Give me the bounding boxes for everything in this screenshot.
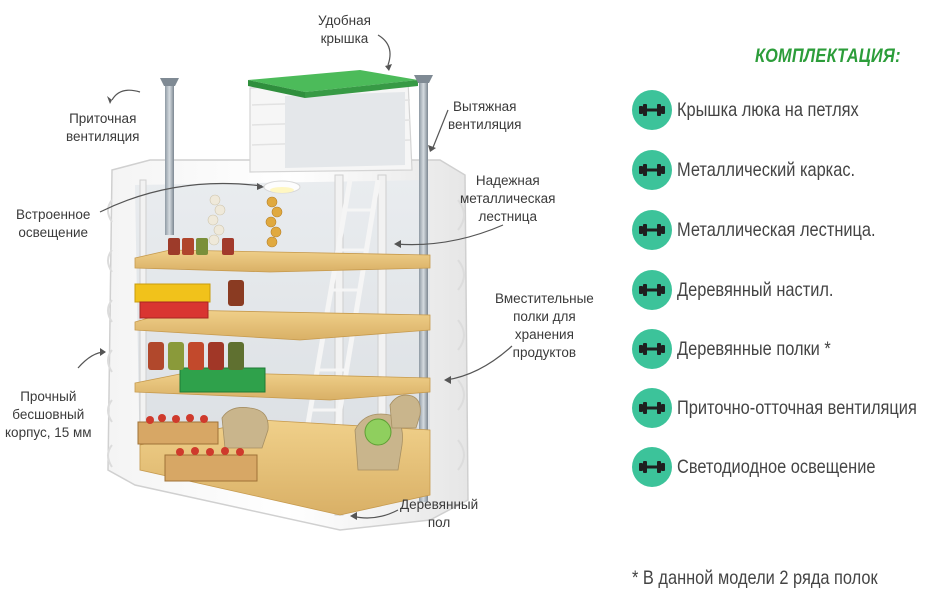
ceiling-lamp bbox=[263, 180, 301, 194]
spec-title: КОМПЛЕКТАЦИЯ: bbox=[755, 46, 901, 67]
dumbbell-icon bbox=[632, 329, 672, 369]
exhaust-vent-pipe bbox=[414, 75, 433, 502]
dumbbell-icon bbox=[632, 210, 672, 250]
spec-item: Светодиодное освещение bbox=[632, 447, 932, 487]
dumbbell-icon bbox=[632, 90, 672, 130]
callout-shelves: Вместительные полки для хранения продукт… bbox=[495, 291, 594, 360]
hatch-neck bbox=[249, 79, 413, 173]
callout-exhaust-vent: Вытяжная вентиляция bbox=[448, 99, 522, 132]
callout-arrowheads bbox=[100, 64, 451, 520]
spec-item-label: Светодиодное освещение bbox=[677, 455, 876, 478]
cellar-illustration bbox=[77, 34, 513, 531]
callout-floor: Деревянный пол bbox=[400, 497, 479, 530]
dumbbell-icon bbox=[632, 150, 672, 190]
hanging-onion bbox=[265, 196, 283, 248]
spec-item-label: Металлическая лестница. bbox=[677, 218, 876, 241]
spec-item-label: Крышка люка на петлях bbox=[677, 98, 859, 121]
spec-item: Металлический каркас. bbox=[632, 150, 932, 190]
hanging-garlic bbox=[207, 194, 226, 246]
footnote: * В данной модели 2 ряда полок bbox=[632, 567, 878, 589]
apple-crates bbox=[137, 414, 258, 482]
hatch-lid bbox=[248, 70, 418, 98]
spec-item: Крышка люка на петлях bbox=[632, 90, 932, 130]
dumbbell-icon bbox=[632, 447, 672, 487]
callout-lighting: Встроенное освещение bbox=[16, 207, 91, 240]
jars-top-shelf bbox=[168, 238, 234, 255]
spec-item: Приточно-отточная вентиляция bbox=[632, 388, 932, 428]
supply-vent-pipe bbox=[160, 78, 179, 235]
spec-item-label: Металлический каркас. bbox=[677, 158, 856, 181]
callout-supply-vent: Приточная вентиляция bbox=[66, 111, 140, 144]
spec-item: Деревянные полки * bbox=[632, 329, 932, 369]
callout-lid: Удобная крышка bbox=[318, 13, 371, 46]
plastic-crates bbox=[134, 283, 266, 393]
dumbbell-icon bbox=[632, 270, 672, 310]
cabbage bbox=[364, 418, 392, 446]
spec-item-label: Приточно-отточная вентиляция bbox=[677, 396, 917, 419]
dumbbell-icon bbox=[632, 388, 672, 428]
callout-body: Прочный бесшовный корпус, 15 мм bbox=[5, 389, 92, 440]
spec-item-label: Деревянный настил. bbox=[677, 278, 834, 301]
callout-ladder: Надежная металлическая лестница bbox=[460, 173, 556, 224]
jars-middle-shelf bbox=[148, 280, 244, 370]
spec-item: Металлическая лестница. bbox=[632, 210, 932, 250]
spec-item: Деревянный настил. bbox=[632, 270, 932, 310]
spec-item-label: Деревянные полки * bbox=[677, 337, 831, 360]
